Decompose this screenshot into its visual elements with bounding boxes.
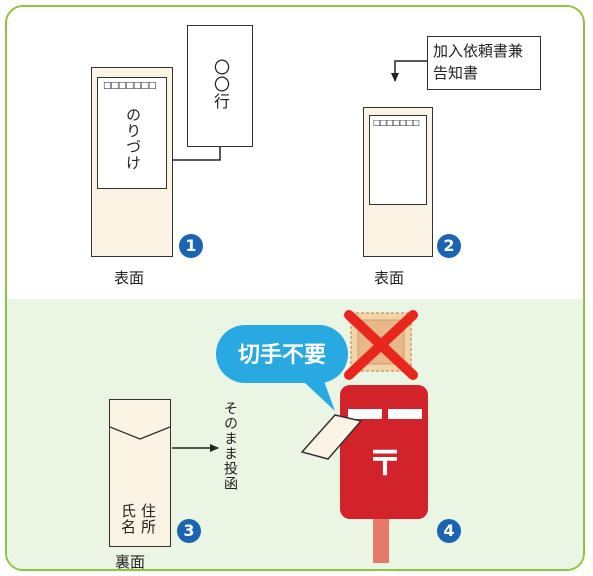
- postmark-symbol: 〒: [368, 444, 402, 484]
- step1-glue-label: のりづけ: [124, 107, 142, 171]
- step3-envelope-back: [109, 399, 171, 547]
- step1-postal-code-box: □□□□□□□: [103, 81, 157, 91]
- stamp-not-required-label: 切手不要: [237, 343, 326, 368]
- step3-sender-address: 住所: [139, 503, 157, 535]
- step1-addressee-label: 〇〇行: [211, 59, 230, 110]
- step3-instruction: そのまま投函: [222, 401, 238, 491]
- envelope-being-posted: [300, 414, 363, 460]
- step2-slip-window: [369, 115, 427, 205]
- postbox-icon: [340, 385, 428, 519]
- stamp-not-required-graphic: [216, 310, 428, 563]
- step2-callout-text: 加入依頼書兼告知書: [433, 42, 524, 82]
- step3-number-badge: 3: [177, 519, 201, 543]
- step1-address-slip: [97, 77, 167, 189]
- arrow-label-to-envelope: [156, 147, 221, 164]
- step2-postal-code-box: □□□□□□□: [373, 118, 420, 127]
- postbox-pole: [373, 513, 389, 563]
- cross-icon: [344, 310, 418, 380]
- arrow-callout-to-envelope: [391, 60, 427, 82]
- step1-addressee-card: [187, 25, 253, 147]
- step3-envelope-flap: [109, 426, 171, 440]
- step4-number-badge: 4: [437, 519, 461, 543]
- step1-caption: 表面: [114, 269, 145, 287]
- step3-sender-name: 氏名: [119, 503, 137, 535]
- step2-callout-box: [427, 36, 541, 90]
- step3-caption: 裏面: [115, 553, 146, 571]
- step1-number-badge: 1: [179, 234, 203, 258]
- step2-caption: 表面: [374, 269, 405, 287]
- speech-bubble: [216, 325, 348, 411]
- diagram-frame: □□□□□□□ のりづけ 〇〇行 1 表面 加入依頼書兼告知書 □□□□□□□ …: [5, 5, 585, 571]
- connector-arrows: [156, 60, 427, 452]
- step2-number-badge: 2: [437, 234, 461, 258]
